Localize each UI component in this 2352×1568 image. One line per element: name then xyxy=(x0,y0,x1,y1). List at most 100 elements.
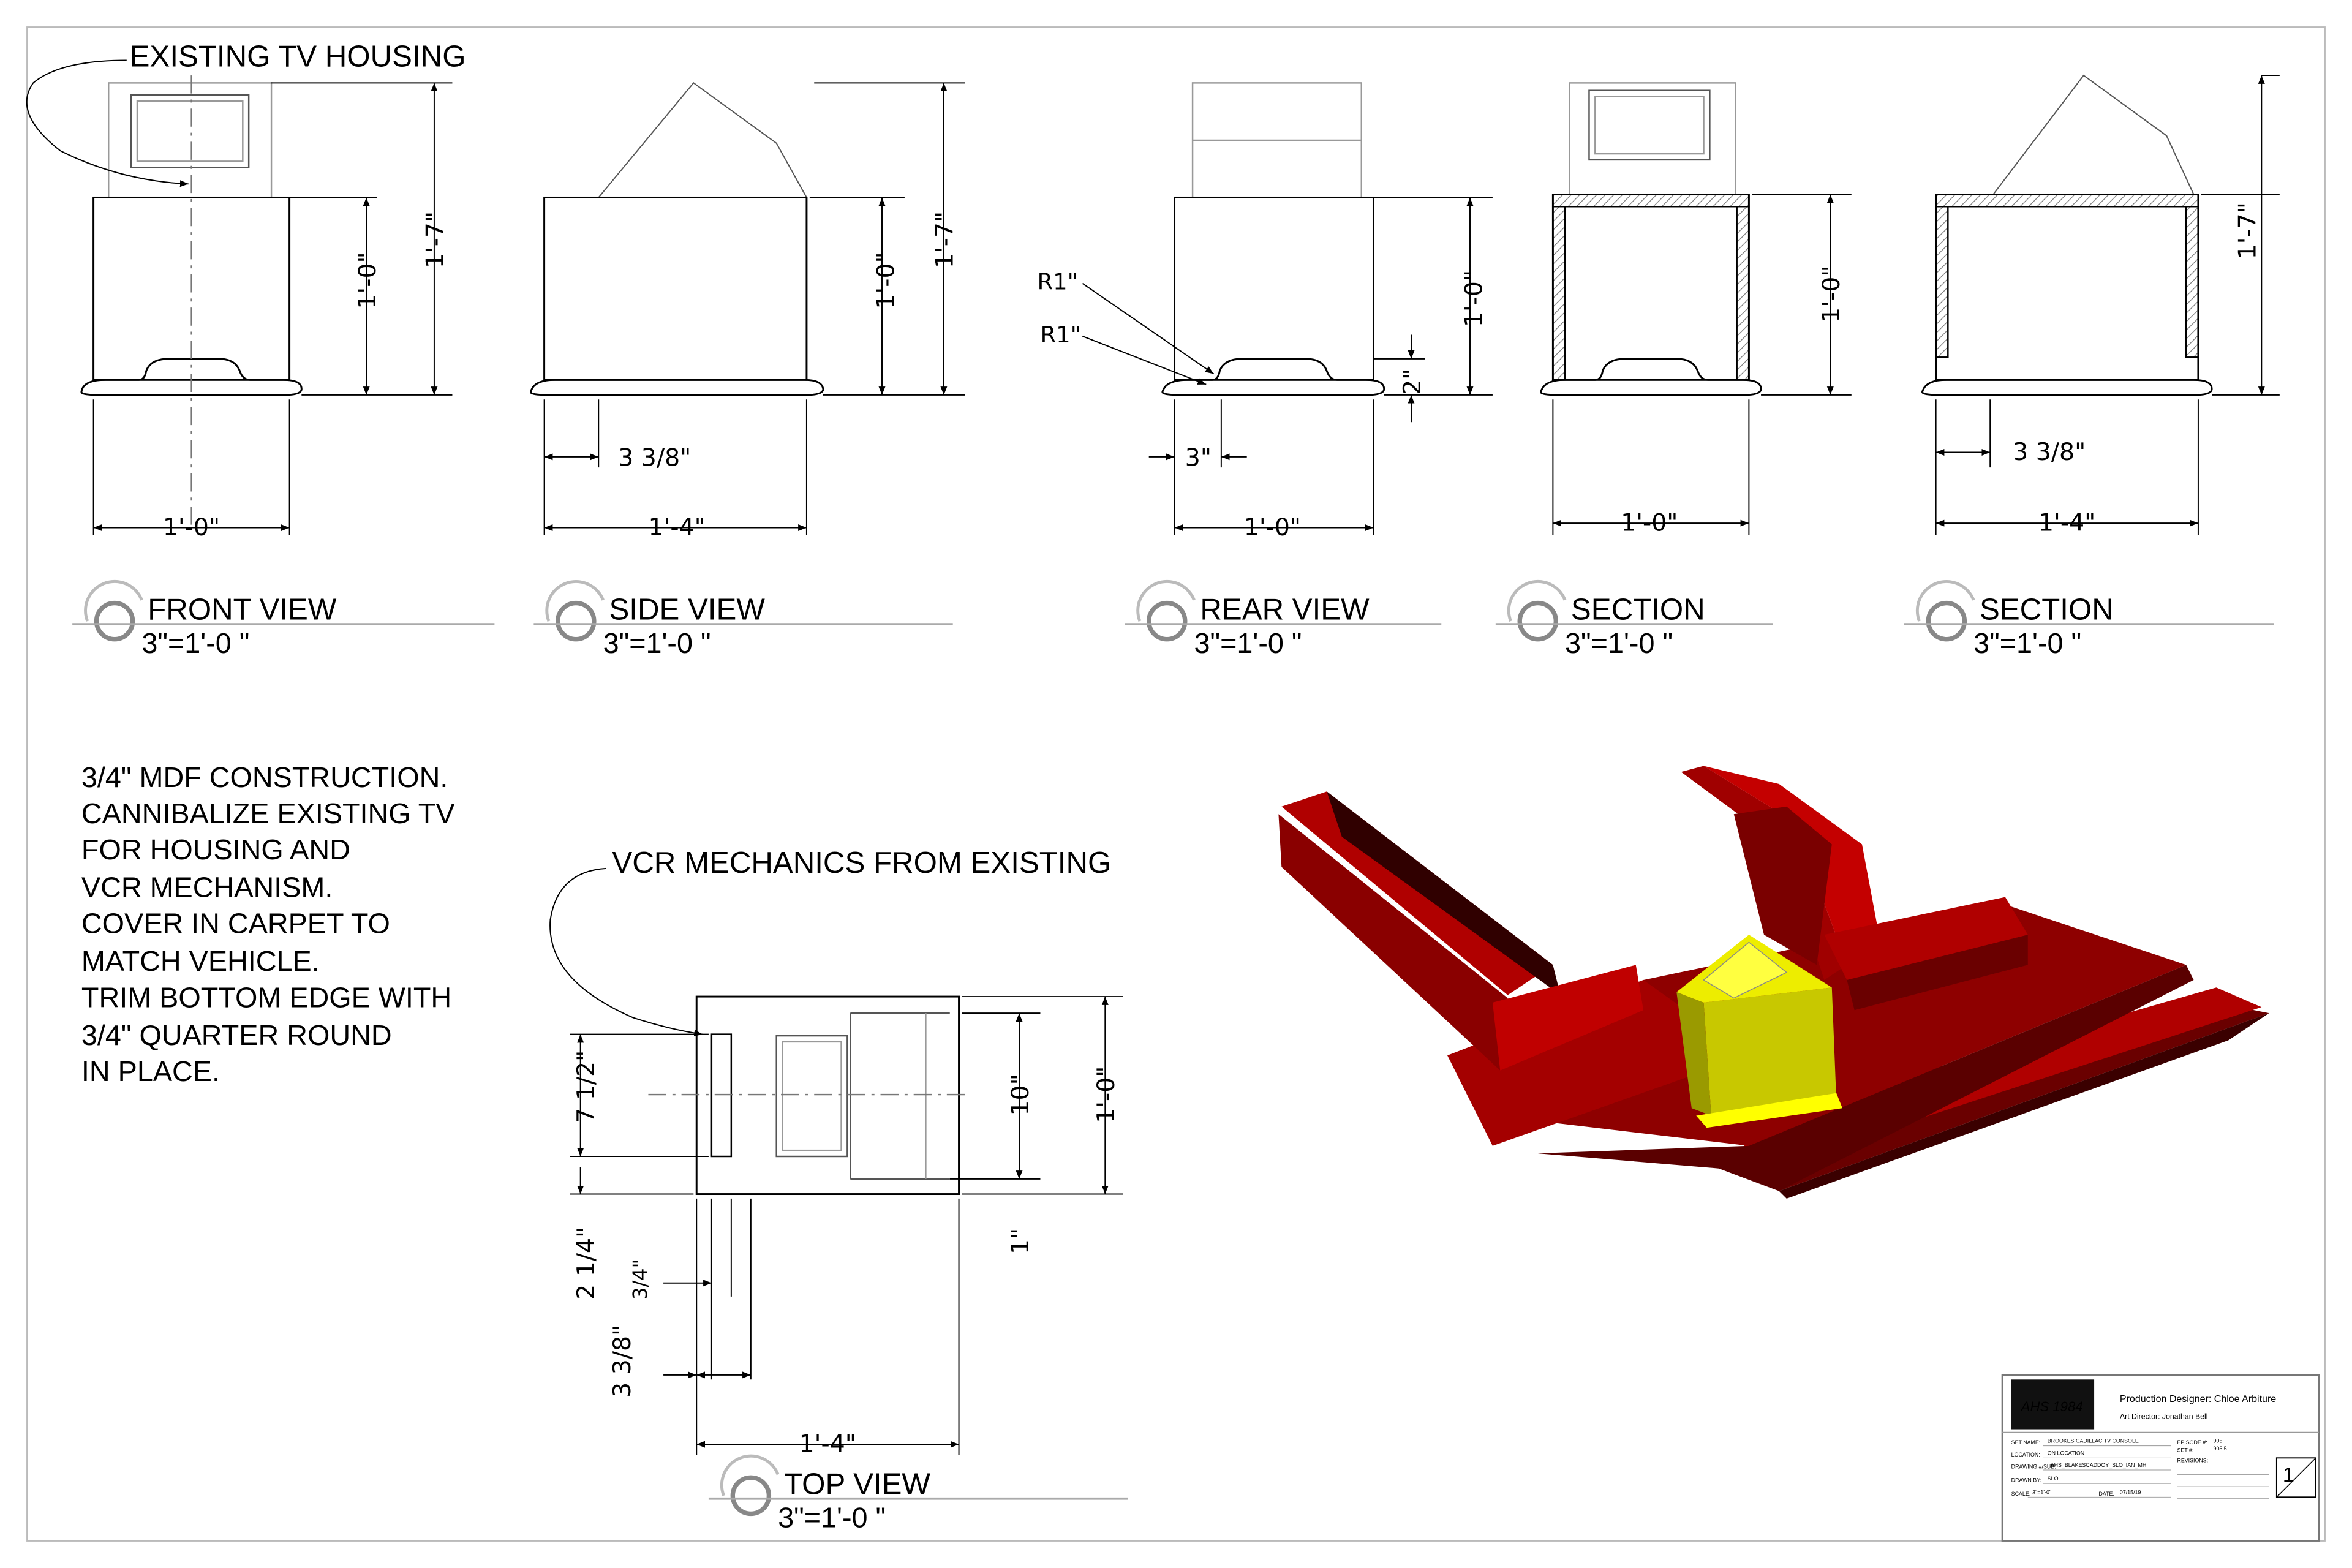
top-dim-right-c: 1" xyxy=(1006,1228,1035,1254)
front-view xyxy=(80,75,303,528)
svg-text:SCALE:: SCALE: xyxy=(2011,1491,2031,1497)
section-2-dim-height: 1'-7" xyxy=(2233,202,2261,259)
front-view-scale: 3"=1'-0 " xyxy=(141,627,249,659)
note-line: IN PLACE. xyxy=(81,1055,220,1087)
svg-text:SET #:: SET #: xyxy=(2177,1447,2193,1453)
side-view-title: SIDE VIEW xyxy=(609,593,765,627)
set-name: BROOKES CADILLAC TV CONSOLE xyxy=(2048,1438,2139,1444)
svg-text:DATE:: DATE: xyxy=(2098,1491,2114,1497)
top-view-title: TOP VIEW xyxy=(784,1467,930,1501)
section-1-scale: 3"=1'-0 " xyxy=(1565,627,1673,659)
view-title-front: FRONT VIEW 3"=1'-0 " xyxy=(72,579,495,659)
art-director: Art Director: Jonathan Bell xyxy=(2120,1412,2208,1420)
date: 07/15/19 xyxy=(2120,1489,2141,1495)
rear-dim-body-height: 1'-0" xyxy=(1460,270,1488,327)
front-dim-body-height: 1'-0" xyxy=(353,252,382,309)
view-title-section-1: SECTION 3"=1'-0 " xyxy=(1495,579,1773,659)
rear-dim-width: 1'-0" xyxy=(1244,513,1301,541)
drawn-by: SLO xyxy=(2048,1476,2059,1482)
set-number: 905.5 xyxy=(2214,1446,2227,1452)
view-title-top: TOP VIEW 3"=1'-0 " xyxy=(708,1454,1128,1534)
side-body xyxy=(543,196,808,381)
rear-dim-radius-1: R1" xyxy=(1038,269,1078,295)
section-1-dim-height: 1'-0" xyxy=(1817,266,1845,323)
console-3d-render xyxy=(1278,766,2269,1199)
production-designer: Production Designer: Chloe Arbiture xyxy=(2120,1394,2276,1404)
ahs-logo xyxy=(2011,1379,2095,1430)
title-block: AHS 1984 Production Designer: Chloe Arbi… xyxy=(2001,1374,2320,1542)
note-line: CANNIBALIZE EXISTING TV xyxy=(81,797,455,829)
svg-text:DRAWING #/SUB:: DRAWING #/SUB: xyxy=(2011,1464,2056,1470)
existing-tv-callout: EXISTING TV HOUSING xyxy=(26,39,466,187)
side-dim-width: 1'-4" xyxy=(648,513,705,541)
ahs-logo-text: AHS 1984 xyxy=(2020,1399,2083,1414)
note-line: COVER IN CARPET TO xyxy=(81,908,390,940)
top-view xyxy=(648,995,965,1196)
section-2-title: SECTION xyxy=(1980,593,2114,627)
section-1-view xyxy=(1540,82,1762,396)
view-title-section-2: SECTION 3"=1'-0 " xyxy=(1904,579,2274,659)
note-line: FOR HOUSING AND xyxy=(81,834,350,865)
side-view-scale: 3"=1'-0 " xyxy=(603,627,711,659)
svg-text:LOCATION:: LOCATION: xyxy=(2011,1452,2040,1458)
drawing-number: AHS_BLAKESCADDOY_SLO_IAN_MH xyxy=(2051,1462,2147,1468)
note-line: TRIM BOTTOM EDGE WITH xyxy=(81,981,451,1013)
episode: 905 xyxy=(2214,1438,2223,1444)
side-dim-offset: 3 3/8" xyxy=(618,444,691,472)
note-line: VCR MECHANISM. xyxy=(81,872,333,903)
rear-dim-notch-height: 2" xyxy=(1398,369,1427,395)
front-dim-total-height: 1'-7" xyxy=(421,211,450,268)
section-2-dimensions xyxy=(1935,75,2280,535)
tv-screen xyxy=(130,94,250,168)
section-1-dim-width: 1'-0" xyxy=(1621,508,1678,537)
tv-housing-outline xyxy=(108,82,273,198)
rear-body xyxy=(1174,196,1374,381)
top-dim-offset: 3 3/8" xyxy=(608,1325,636,1398)
side-dim-body-height: 1'-0" xyxy=(872,252,900,309)
rear-base xyxy=(1161,358,1385,396)
side-view xyxy=(529,82,824,396)
rear-dimensions xyxy=(1082,197,1493,535)
top-dim-right-a: 10" xyxy=(1006,1074,1035,1115)
front-view-title: FRONT VIEW xyxy=(148,593,337,627)
location: ON LOCATION xyxy=(2048,1450,2084,1456)
side-base xyxy=(529,379,824,396)
rear-view-title: REAR VIEW xyxy=(1200,593,1370,627)
top-dim-width: 1'-4" xyxy=(799,1430,856,1458)
sheet-border xyxy=(26,26,2326,1542)
note-line: 3/4" QUARTER ROUND xyxy=(81,1019,392,1051)
rear-view-scale: 3"=1'-0 " xyxy=(1194,627,1302,659)
svg-text:EPISODE #:: EPISODE #: xyxy=(2177,1439,2207,1446)
front-dim-width: 1'-0" xyxy=(163,513,220,541)
rear-view xyxy=(1161,82,1385,396)
top-dim-left-b: 2 1/4" xyxy=(572,1227,600,1300)
top-dim-right-b: 1'-0" xyxy=(1092,1066,1120,1123)
rear-dim-radius-2: R1" xyxy=(1040,322,1080,348)
front-dimensions xyxy=(92,82,453,535)
section-2-view xyxy=(1921,74,2213,396)
side-dimensions xyxy=(543,82,965,535)
svg-text:DRAWN BY:: DRAWN BY: xyxy=(2011,1477,2041,1483)
note-line: MATCH VEHICLE. xyxy=(81,945,320,977)
section-1-title: SECTION xyxy=(1571,593,1705,627)
view-title-rear: REAR VIEW 3"=1'-0 " xyxy=(1125,579,1442,659)
top-view-scale: 3"=1'-0 " xyxy=(778,1502,886,1534)
vcr-mechanics-label: VCR MECHANICS FROM EXISTING xyxy=(612,846,1111,880)
existing-tv-label: EXISTING TV HOUSING xyxy=(130,39,466,73)
scale: 3"=1'-0" xyxy=(2032,1489,2051,1495)
rear-dim-offset: 3" xyxy=(1185,444,1212,472)
top-dim-left-a: 7 1/2" xyxy=(572,1050,600,1123)
vcr-callout: VCR MECHANICS FROM EXISTING xyxy=(549,846,1111,1037)
top-dimensions xyxy=(570,996,1123,1455)
top-dim-slot: 3/4" xyxy=(628,1259,652,1300)
side-dim-total-height: 1'-7" xyxy=(931,211,959,268)
view-title-side: SIDE VIEW 3"=1'-0 " xyxy=(533,579,953,659)
svg-text:SET NAME:: SET NAME: xyxy=(2011,1439,2041,1446)
section-1-dimensions xyxy=(1552,194,1852,535)
section-2-scale: 3"=1'-0 " xyxy=(1973,627,2081,659)
console-base xyxy=(80,358,303,396)
svg-text:REVISIONS:: REVISIONS: xyxy=(2177,1458,2208,1464)
side-tv-profile xyxy=(598,82,807,198)
note-line: 3/4" MDF CONSTRUCTION. xyxy=(81,761,448,793)
